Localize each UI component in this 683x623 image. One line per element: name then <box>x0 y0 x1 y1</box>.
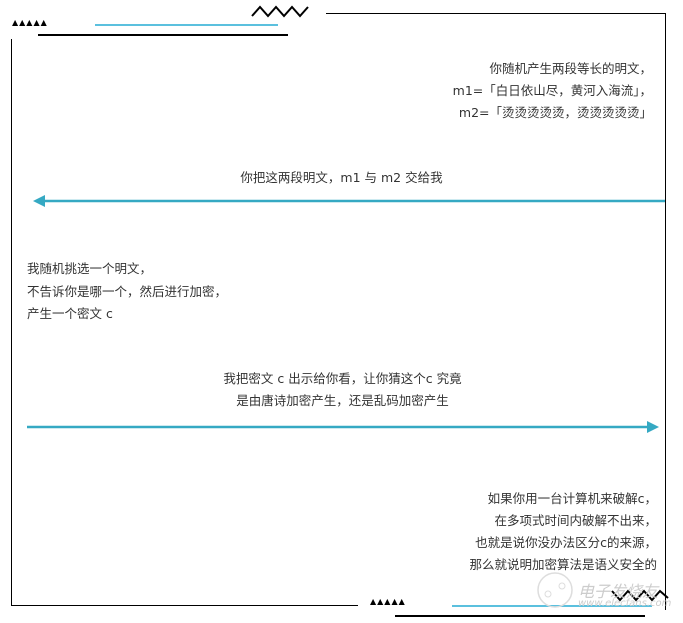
frame-bottom <box>11 605 358 606</box>
watermark-brand: 电子发烧友 <box>578 582 659 601</box>
frame-left <box>11 39 12 606</box>
watermark-url: www.elecfans.com <box>578 598 672 609</box>
text-line: m2=「烫烫烫烫烫，烫烫烫烫烫」 <box>458 105 652 120</box>
text-line: 在多项式时间内破解不出来， <box>494 513 657 528</box>
frame-right <box>665 13 666 610</box>
bar-bottom <box>395 615 645 617</box>
text-line: 你随机产生两段等长的明文， <box>489 61 652 76</box>
bar-top <box>38 34 288 36</box>
zigzag-decoration-bottom <box>611 589 669 602</box>
triangles-decoration-bottom: ▲▲▲▲▲ <box>370 597 406 606</box>
frame-top <box>326 13 665 14</box>
accent-line-top <box>95 24 278 26</box>
zigzag-decoration-top <box>251 5 309 18</box>
arrow2-label-line2: 是由唐诗加密产生，还是乱码加密产生 <box>236 393 449 408</box>
arrow2-label-line1: 我把密文 c 出示给你看，让你猜这个c 究竟 <box>223 371 462 386</box>
watermark-logo-icon <box>537 572 573 608</box>
text-line: m1=「白日依山尽，黄河入海流」， <box>452 83 652 98</box>
left-arrow <box>33 195 665 207</box>
text-line: 如果你用一台计算机来破解c， <box>487 491 657 506</box>
triangles-decoration-top: ▲▲▲▲▲ <box>12 18 48 27</box>
arrow1-label: 你把这两段明文，m1 与 m2 交给我 <box>240 170 443 185</box>
text-line: 那么就说明加密算法是语义安全的 <box>469 557 657 572</box>
text-line: 不告诉你是哪一个，然后进行加密， <box>27 284 228 299</box>
right-arrow <box>27 421 659 433</box>
text-line: 产生一个密文 c <box>27 306 113 321</box>
text-line: 我随机挑选一个明文， <box>27 261 153 276</box>
text-line: 也就是说你没办法区分c的来源， <box>475 535 657 550</box>
